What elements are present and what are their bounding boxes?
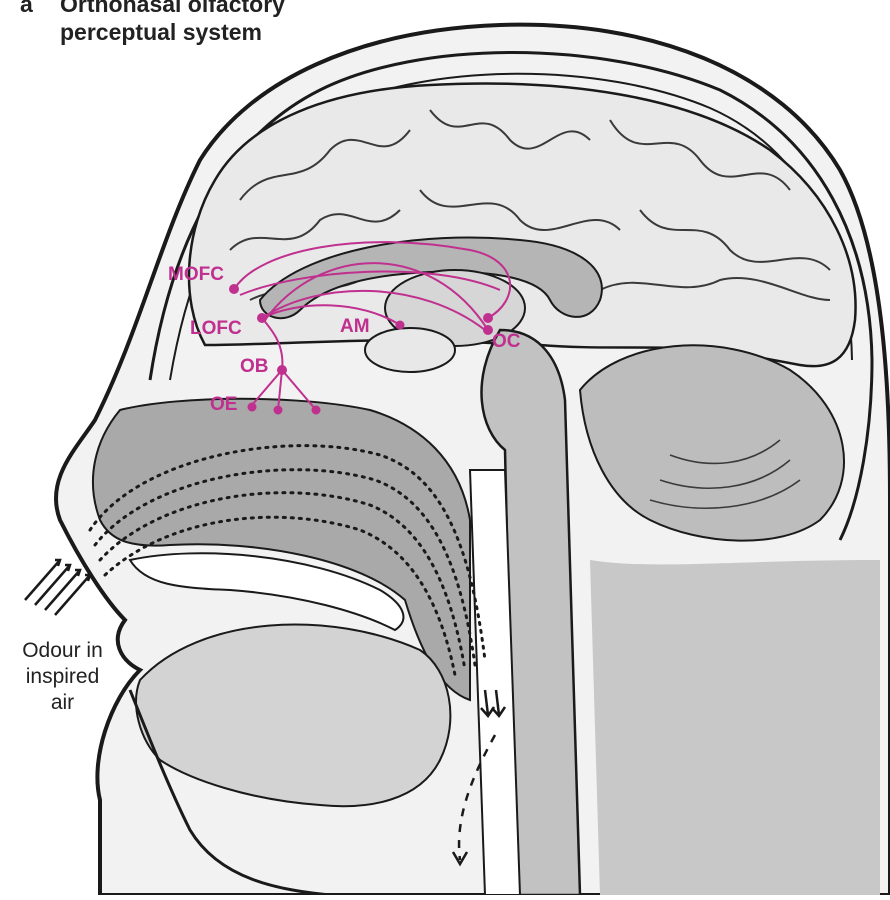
caption-line1: Odour in	[0, 638, 125, 664]
label-am: AM	[340, 316, 370, 337]
label-oe: OE	[210, 394, 237, 415]
panel-title-line1: Orthonasal olfactory	[60, 0, 285, 18]
inspired-air-arrows	[25, 560, 90, 615]
label-lofc: LOFC	[190, 318, 242, 339]
caption-line3: air	[0, 690, 125, 716]
label-ob: OB	[240, 356, 269, 377]
label-oc: OC	[492, 331, 521, 352]
amygdala-region	[365, 328, 455, 372]
panel-letter: a	[20, 0, 50, 18]
panel-title-line2: perceptual system	[60, 18, 262, 46]
odour-caption: Odour in inspired air	[0, 638, 125, 716]
label-mofc: MOFC	[168, 264, 224, 285]
neck-tissue	[590, 560, 880, 895]
caption-line2: inspired	[0, 664, 125, 690]
